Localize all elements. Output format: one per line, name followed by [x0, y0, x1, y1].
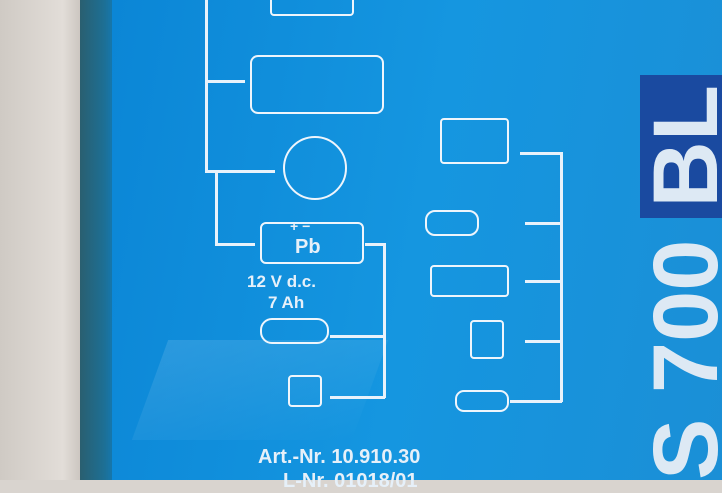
model-suffix: BL [635, 74, 722, 218]
article-number: Art.-Nr. 10.910.30 [258, 446, 421, 468]
battery-terminals: + − [290, 218, 311, 234]
scale-icon [270, 0, 354, 16]
connector-line [205, 170, 275, 173]
connector-line [520, 152, 562, 155]
warning-lamp-icon [288, 375, 322, 407]
battery-icon: + − Pb [260, 218, 364, 264]
product-name-vertical: S 700 BL [635, 74, 722, 480]
model-name: S 700 [635, 239, 722, 480]
background-surface [0, 0, 90, 480]
handheld-vacuum-icon [260, 318, 329, 344]
battery-voltage: 12 V d.c. [247, 272, 316, 291]
connector-line [330, 335, 385, 338]
boombox-icon [250, 55, 384, 114]
connector-line [215, 243, 255, 246]
spotlight-icon [470, 320, 504, 359]
connector-line [330, 396, 385, 399]
rc-car-icon [425, 210, 479, 236]
connector-line [560, 152, 563, 402]
air-pump-icon [455, 390, 509, 412]
laptop-icon [440, 118, 509, 164]
connector-line [215, 170, 218, 245]
lot-number: L-Nr. 01018/01 [283, 470, 418, 492]
connector-line [510, 400, 562, 403]
connector-line [525, 340, 562, 343]
connector-line [383, 243, 386, 398]
battery-symbol: Pb [295, 236, 321, 258]
connector-line [205, 80, 245, 83]
tape-glare [131, 340, 389, 440]
connector-line [365, 243, 385, 246]
battery-capacity: 7 Ah [268, 293, 305, 312]
camcorder-icon [430, 265, 509, 297]
connector-line [205, 0, 208, 172]
connector-line [525, 280, 562, 283]
portable-radio-icon [283, 136, 347, 200]
connector-line [525, 222, 562, 225]
